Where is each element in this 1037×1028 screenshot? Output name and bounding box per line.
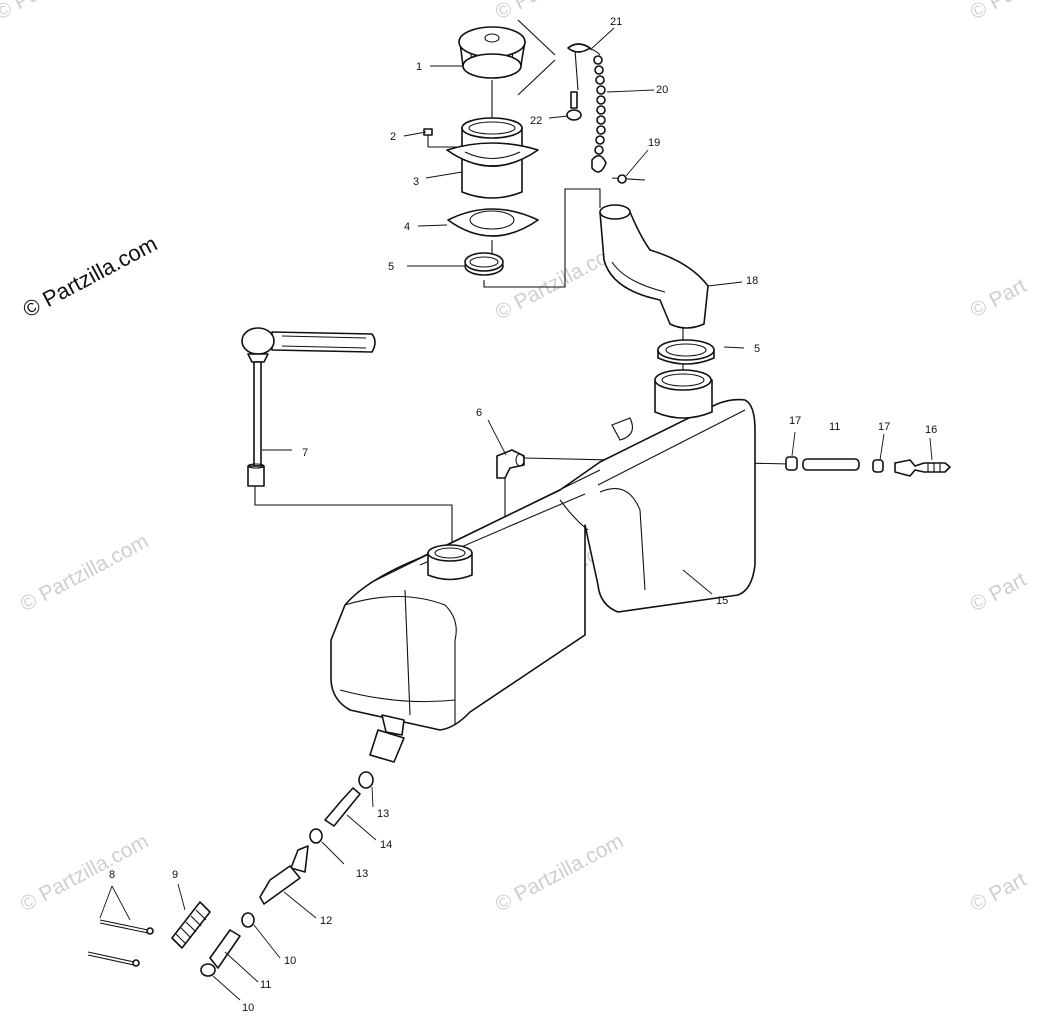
dipstick-part-7: [241, 327, 376, 487]
fitting: [290, 845, 309, 873]
callout-18: 18: [746, 275, 758, 287]
filler-cap-part-1: [458, 26, 526, 79]
hose-part-11: [802, 458, 860, 471]
callout-3: 3: [413, 176, 419, 188]
clamp-part-5: [464, 252, 504, 276]
callout-4: 4: [404, 221, 410, 233]
watermark-text: © Part: [967, 568, 1031, 616]
callout-17: 17: [878, 421, 890, 433]
callout-5: 5: [754, 343, 760, 355]
hose-part-14: [324, 787, 361, 827]
clamp-part-13: [309, 828, 323, 844]
chain-part-20: [571, 47, 607, 173]
filler-neck-part-3: [446, 117, 539, 199]
clamp-part-10: [241, 912, 255, 928]
clamp-part-13: [358, 771, 374, 789]
link-part-21: [567, 43, 591, 53]
callout-16: 16: [925, 424, 937, 436]
watermark-main: © Partzilla.com: [19, 231, 162, 323]
callout-10: 10: [284, 955, 296, 967]
callout-17: 17: [789, 415, 801, 427]
callout-15: 15: [716, 595, 728, 607]
rivet-part-22: [566, 91, 582, 121]
outlet-fitting: [369, 729, 405, 763]
spring-part-9: [171, 901, 211, 949]
callout-12: 12: [320, 915, 332, 927]
callout-7: 7: [302, 447, 308, 459]
callout-9: 9: [172, 869, 178, 881]
clamp-part-10: [200, 963, 216, 977]
callout-11: 11: [829, 421, 840, 433]
fitting-part-16: [894, 459, 951, 477]
callout-21: 21: [610, 16, 622, 28]
cable-ties-part-8: [87, 919, 154, 967]
leader-lines: [99, 27, 933, 1001]
oil-tank-part-15: [330, 369, 756, 736]
watermark-text: © Part: [967, 868, 1031, 916]
filter-part-12: [259, 865, 301, 905]
outlet-line-parts: [200, 729, 405, 977]
hose-part-11: [209, 929, 241, 969]
callout-13: 13: [377, 808, 389, 820]
callout-20: 20: [656, 84, 668, 96]
filler-hose-part-18: [599, 204, 709, 329]
pin-part-19: [611, 174, 646, 184]
elbow-fitting-part-6: [496, 449, 525, 479]
callout-5: 5: [388, 261, 394, 273]
watermark-text: © Partzilla.com: [492, 0, 628, 24]
watermark-text: © Partzilla.com: [17, 830, 153, 917]
watermark-text: © Part: [967, 0, 1031, 24]
callout-10: 10: [242, 1002, 254, 1014]
callout-8: 8: [109, 869, 115, 881]
callout-19: 19: [648, 137, 660, 149]
clamp-part-17: [785, 456, 798, 471]
callout-14: 14: [380, 839, 392, 851]
clamp-part-5: [657, 339, 715, 365]
callout-22: 22: [530, 115, 542, 127]
watermark-text: © Partzilla.com: [492, 830, 628, 917]
callout-labels: 1 2 3 4 5 5 6 7 8 9 10 10 11 11 12 13 13…: [109, 16, 937, 1014]
watermark-text: © Partzilla.com: [0, 0, 127, 24]
callout-11: 11: [260, 979, 271, 991]
gasket-part-4: [447, 208, 539, 237]
vent-line-parts: [785, 456, 951, 477]
clamp-part-17: [872, 459, 884, 473]
callout-6: 6: [476, 407, 482, 419]
callout-1: 1: [416, 61, 422, 73]
watermark-text: © Part: [967, 274, 1031, 322]
callout-13: 13: [356, 868, 368, 880]
callout-2: 2: [390, 131, 396, 143]
watermark-text: © Partzilla.com: [17, 530, 153, 617]
